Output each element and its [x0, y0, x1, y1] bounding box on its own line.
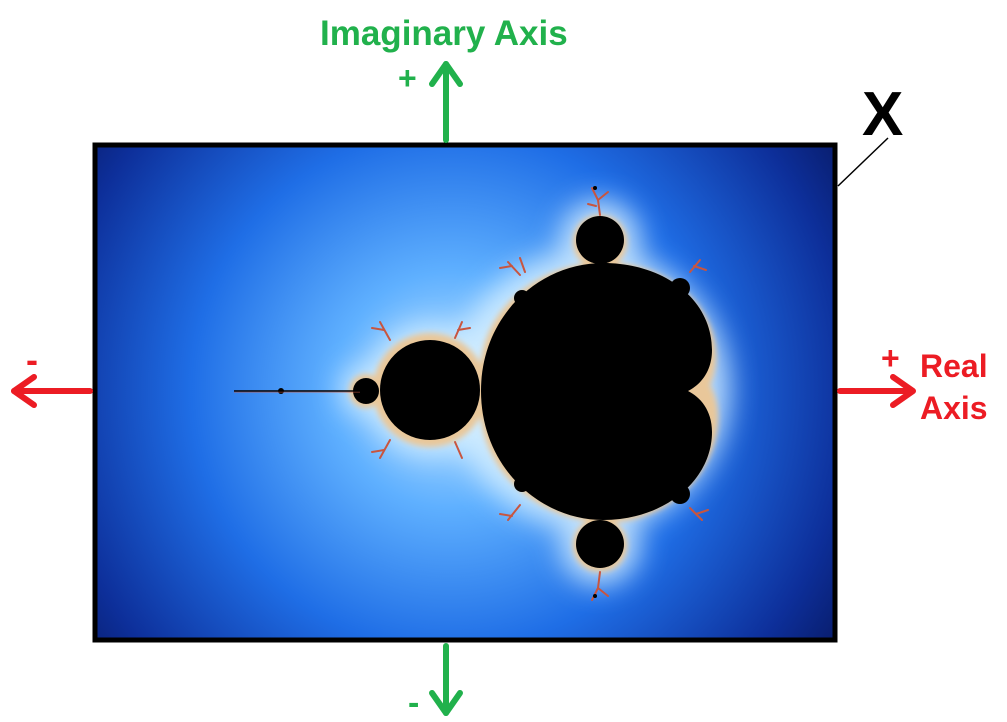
- real-axis-label-line1: Real: [920, 348, 988, 384]
- fractal-frame: [92, 142, 838, 643]
- real-axis-label-line2: Axis: [920, 390, 988, 426]
- imaginary-minus-sign: -: [408, 684, 420, 722]
- imaginary-axis-label: Imaginary Axis: [320, 14, 568, 53]
- corner-marker-x: X: [862, 80, 904, 149]
- real-minus-sign: -: [26, 339, 38, 380]
- mandelbrot-set: [278, 186, 712, 598]
- imaginary-axis-down-arrow: [429, 643, 463, 716]
- real-axis-left-arrow: [11, 374, 93, 408]
- set-dendrites: [371, 187, 709, 601]
- imaginary-plus-sign: +: [398, 60, 417, 96]
- real-axis-right-arrow: [837, 374, 916, 408]
- fractal-panel: [95, 145, 835, 640]
- corner-marker-leader: [837, 137, 889, 187]
- imaginary-axis-up-arrow: [429, 61, 463, 143]
- real-plus-sign: +: [881, 340, 900, 376]
